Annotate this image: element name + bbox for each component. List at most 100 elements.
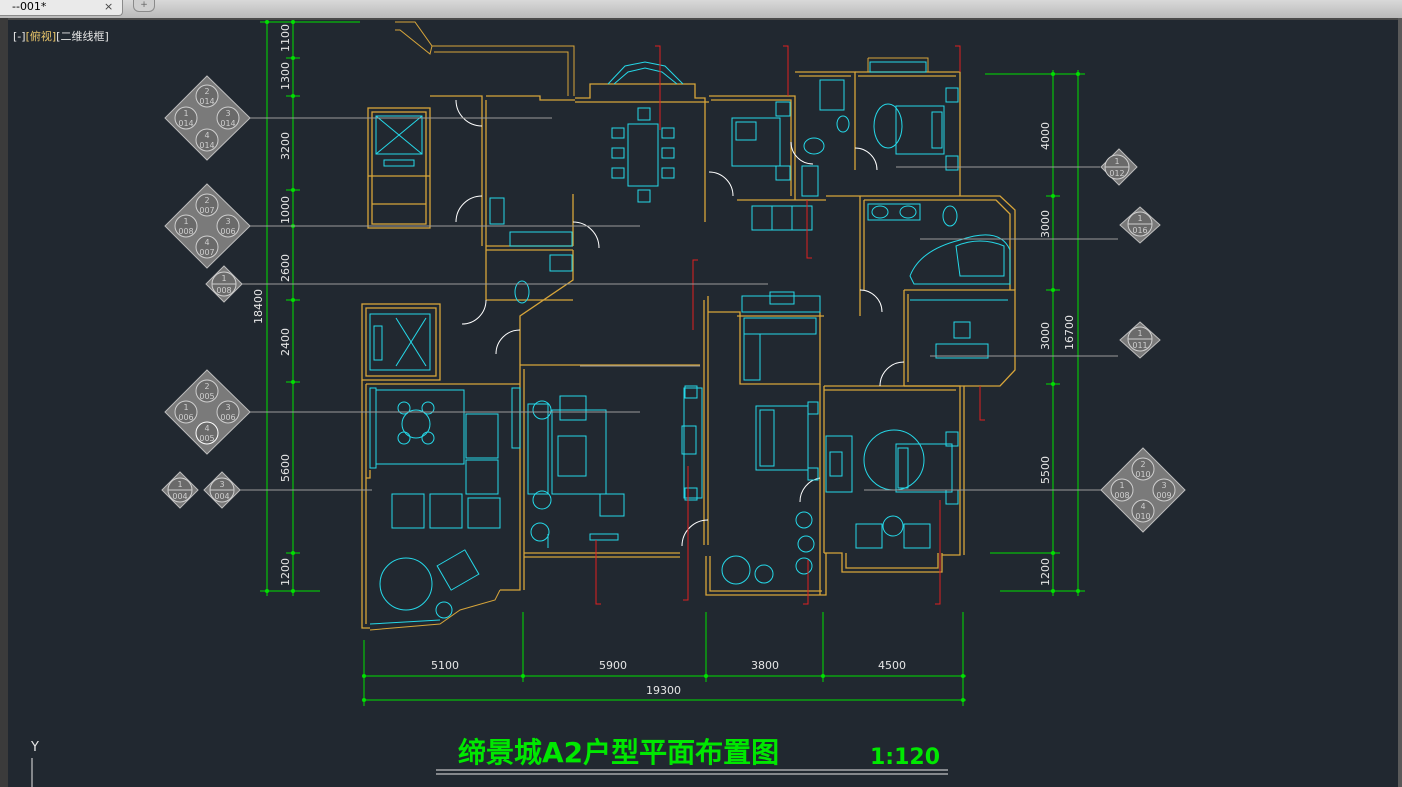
marker-014-n1: 2	[204, 87, 209, 96]
marker-004a-n: 1	[177, 480, 182, 489]
ucs-y-label: Y	[30, 740, 39, 755]
marker-016-s: 016	[1132, 226, 1147, 235]
drawing-scale: 1:120	[870, 745, 940, 770]
new-tab-button[interactable]: +	[133, 0, 155, 12]
walls	[361, 71, 1016, 629]
dim-bottom-4: 4500	[878, 659, 906, 672]
left-dimension-labels: 1100 1300 3200 1000 2600 2400 5600 1200 …	[252, 24, 292, 586]
dim-right-3: 3000	[1039, 322, 1052, 350]
marker-005-s4: 005	[199, 434, 214, 443]
marker-012-s: 012	[1109, 169, 1124, 178]
marker-007-s2: 008	[178, 227, 193, 236]
dim-bottom-total: 19300	[646, 684, 681, 697]
dim-left-total: 18400	[252, 289, 265, 324]
dim-left-3: 3200	[279, 132, 292, 160]
left-frame	[0, 18, 8, 787]
marker-010-n1: 2	[1140, 460, 1145, 469]
dim-right-1: 4000	[1039, 122, 1052, 150]
marker-005-s3: 006	[220, 413, 235, 422]
ucs-icon: Y	[30, 740, 39, 787]
marker-008[interactable]: 1 008	[205, 265, 243, 303]
right-scrollbar[interactable]	[1398, 18, 1402, 787]
marker-016-n: 1	[1137, 214, 1142, 223]
dim-left-2: 1300	[279, 62, 292, 90]
view-direction-button[interactable]: [俯视]	[25, 30, 57, 43]
close-icon[interactable]: ×	[104, 0, 114, 13]
marker-011-s: 011	[1132, 341, 1147, 350]
bottom-dimension-labels: 5100 5900 3800 4500 19300	[431, 659, 906, 697]
dim-left-1: 1100	[279, 24, 292, 52]
marker-008-s: 008	[216, 286, 231, 295]
marker-010-s3: 009	[1156, 491, 1171, 500]
marker-007-n1: 2	[204, 196, 209, 205]
marker-007[interactable]: 2 007 1 008 3 006 4 007	[164, 183, 251, 269]
marker-004b[interactable]: 3 004	[203, 471, 241, 509]
marker-010-s1: 010	[1135, 470, 1150, 479]
marker-014-s4: 014	[199, 141, 214, 150]
dim-bottom-3: 3800	[751, 659, 779, 672]
dim-right-total: 16700	[1063, 315, 1076, 350]
marker-012-n: 1	[1114, 157, 1119, 166]
marker-014-s3: 014	[220, 119, 235, 128]
door-swings	[455, 99, 905, 547]
marker-005-s1: 005	[199, 392, 214, 401]
marker-004a-s: 004	[172, 492, 187, 501]
marker-008-n: 1	[221, 274, 226, 283]
viewport-controls: [-][俯视][二维线框]	[13, 28, 109, 44]
dim-left-4: 1000	[279, 196, 292, 224]
dimension-lines	[260, 21, 1085, 706]
marker-005-n4: 4	[204, 424, 209, 433]
document-tab-bar: --001* × +	[0, 0, 1402, 18]
tab-title: --001*	[12, 0, 47, 13]
marker-005-s2: 006	[178, 413, 193, 422]
marker-004b-n: 3	[219, 480, 224, 489]
marker-011[interactable]: 1 011	[1119, 321, 1161, 359]
marker-007-s3: 006	[220, 227, 235, 236]
drawing-title: 缔景城A2户型平面布置图	[458, 736, 779, 769]
marker-014-n4: 4	[204, 131, 209, 140]
dimension-ticks	[265, 20, 1080, 702]
marker-leaders	[238, 117, 1118, 491]
marker-012[interactable]: 1 012	[1100, 148, 1138, 186]
marker-007-n4: 4	[204, 238, 209, 247]
marker-007-s4: 007	[199, 248, 214, 257]
marker-010-n4: 4	[1140, 502, 1145, 511]
marker-007-n2: 1	[183, 217, 188, 226]
exterior-features	[369, 21, 929, 631]
marker-010-s4: 010	[1135, 512, 1150, 521]
marker-005-n3: 3	[225, 403, 230, 412]
dim-left-5: 2600	[279, 254, 292, 282]
dim-left-6: 2400	[279, 328, 292, 356]
marker-004a[interactable]: 1 004	[161, 471, 199, 509]
viewport-menu-button[interactable]: [-]	[13, 30, 26, 43]
marker-014[interactable]: 2 014 1 014 3 014 4 014	[164, 75, 251, 161]
tab-drawing-001[interactable]: --001* ×	[0, 0, 123, 16]
marker-010-s2: 008	[1114, 491, 1129, 500]
furniture	[369, 61, 1011, 625]
dim-left-7: 5600	[279, 454, 292, 482]
marker-010[interactable]: 2 010 1 008 3 009 4 010	[1100, 447, 1186, 533]
marker-007-n3: 3	[225, 217, 230, 226]
marker-007-s1: 007	[199, 206, 214, 215]
marker-014-s2: 014	[178, 119, 193, 128]
visual-style-button[interactable]: [二维线框]	[56, 30, 109, 43]
dim-right-5: 1200	[1039, 558, 1052, 586]
section-marks	[595, 45, 985, 605]
marker-005-n1: 2	[204, 382, 209, 391]
marker-004b-s: 004	[214, 492, 229, 501]
marker-014-n2: 1	[183, 109, 188, 118]
dim-bottom-1: 5100	[431, 659, 459, 672]
marker-005[interactable]: 2 005 1 006 3 006 4 005	[164, 369, 251, 455]
dim-bottom-2: 5900	[599, 659, 627, 672]
marker-014-n3: 3	[225, 109, 230, 118]
dim-right-2: 3000	[1039, 210, 1052, 238]
dim-left-8: 1200	[279, 558, 292, 586]
marker-016[interactable]: 1 016	[1119, 206, 1161, 244]
marker-011-n: 1	[1137, 329, 1142, 338]
right-dimension-labels: 4000 3000 3000 5500 1200 16700	[1039, 122, 1076, 586]
marker-010-n2: 1	[1119, 481, 1124, 490]
marker-010-n3: 3	[1161, 481, 1166, 490]
marker-014-s1: 014	[199, 97, 214, 106]
dim-right-4: 5500	[1039, 456, 1052, 484]
